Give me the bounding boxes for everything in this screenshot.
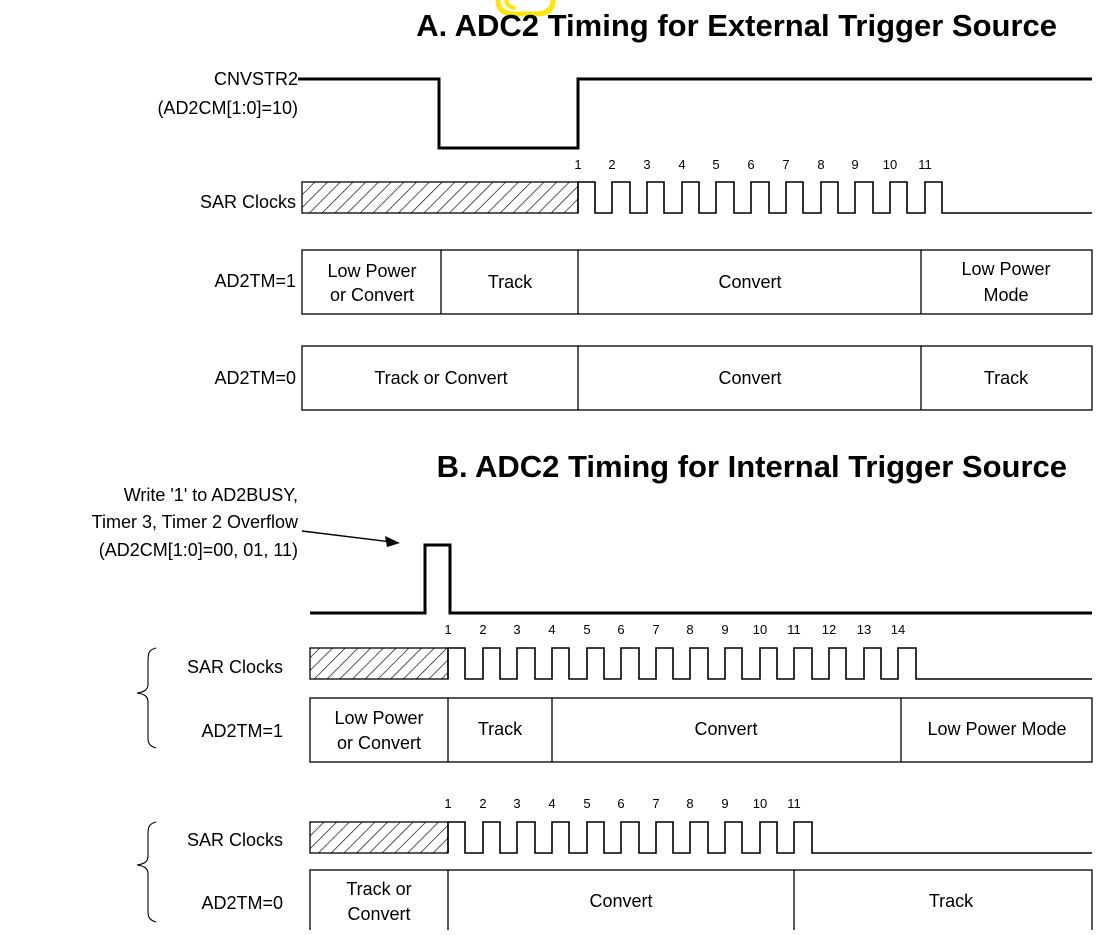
segment-convert: Convert	[589, 891, 652, 911]
clock-number: 5	[583, 796, 590, 811]
clock-number: 8	[686, 796, 693, 811]
section-b-group2-ad2tm0-label: AD2TM=0	[201, 893, 283, 913]
segment-low-power-or-convert: Low Power	[327, 261, 416, 281]
clock-number: 12	[822, 622, 836, 637]
clock-number: 1	[444, 622, 451, 637]
clock-number: 4	[548, 622, 555, 637]
clock-number: 7	[782, 157, 789, 172]
cnvstr2-mode-label: (AD2CM[1:0]=10)	[157, 98, 298, 118]
clock-number: 7	[652, 796, 659, 811]
clock-number: 8	[686, 622, 693, 637]
section-b-group1-sar-clocks-label: SAR Clocks	[187, 657, 283, 677]
clock-number: 8	[817, 157, 824, 172]
clock-number: 3	[643, 157, 650, 172]
segment-low-power-or-convert: Low Power	[334, 708, 423, 728]
clock-number: 11	[787, 622, 801, 637]
section-b-group1-sar-clock-waveform	[447, 647, 1092, 680]
cnvstr2-waveform	[298, 77, 1092, 150]
cropped-logo	[495, 0, 556, 17]
clock-number: 13	[857, 622, 871, 637]
clock-number: 1	[574, 157, 581, 172]
section-b-group2-sar-hatch	[309, 821, 449, 854]
clock-number: 9	[721, 796, 728, 811]
section-b-group2-ad2tm0-bar	[309, 869, 1093, 935]
section-b-group1-ad2tm1-label: AD2TM=1	[201, 721, 283, 741]
segment-convert: Convert	[694, 719, 757, 739]
section-b-group2-clock-numbers: 1 2 3 4 5 6 7 8 9 10 11	[444, 796, 800, 811]
clock-number: 6	[617, 622, 624, 637]
section-b-group1-clock-numbers: 1 2 3 4 5 6 7 8 9 10 11 12 13 14	[444, 622, 905, 637]
clock-number: 9	[721, 622, 728, 637]
clock-number: 2	[608, 157, 615, 172]
clock-number: 14	[891, 622, 905, 637]
segment-track: Track	[488, 272, 533, 292]
trigger-annotation-line1: Write '1' to AD2BUSY,	[124, 485, 298, 505]
segment-track-or-convert: Track or Convert	[374, 368, 507, 388]
section-a-sar-hatch	[301, 181, 579, 214]
segment-low-power-mode: Mode	[983, 285, 1028, 305]
segment-track: Track	[929, 891, 974, 911]
section-a-sar-clocks-label: SAR Clocks	[200, 192, 296, 212]
clock-number: 7	[652, 622, 659, 637]
segment-track-or-convert: Convert	[347, 904, 410, 924]
clock-number: 11	[787, 796, 801, 811]
trigger-annotation-line2: Timer 3, Timer 2 Overflow	[92, 512, 299, 532]
segment-low-power-mode: Low Power Mode	[927, 719, 1066, 739]
section-b-group1-brace	[136, 647, 157, 749]
clock-number: 5	[583, 622, 590, 637]
section-b-group2-sar-clocks-label: SAR Clocks	[187, 830, 283, 850]
clock-number: 11	[918, 157, 932, 172]
segment-low-power-or-convert: or Convert	[337, 733, 421, 753]
clock-number: 6	[617, 796, 624, 811]
section-b-group1-ad2tm1-bar	[309, 697, 1093, 763]
segment-convert: Convert	[718, 272, 781, 292]
trigger-arrow	[301, 530, 400, 547]
clock-number: 10	[883, 157, 897, 172]
trigger-pulse-waveform	[310, 543, 1092, 615]
clock-number: 3	[513, 622, 520, 637]
clock-number: 2	[479, 622, 486, 637]
clock-number: 3	[513, 796, 520, 811]
section-a-ad2tm1-bar	[301, 249, 1093, 315]
trigger-annotation-line3: (AD2CM[1:0]=00, 01, 11)	[99, 540, 298, 560]
cnvstr2-label: CNVSTR2	[214, 69, 298, 89]
clock-number: 9	[851, 157, 858, 172]
clock-number: 4	[678, 157, 685, 172]
clock-number: 10	[753, 622, 767, 637]
segment-track-or-convert: Track or	[346, 879, 411, 899]
clock-number: 6	[747, 157, 754, 172]
section-a-ad2tm0-bar	[301, 345, 1093, 411]
clock-number: 2	[479, 796, 486, 811]
section-a-title: A. ADC2 Timing for External Trigger Sour…	[416, 8, 1057, 43]
section-a-sar-clock-waveform	[577, 181, 1092, 214]
section-b-title: B. ADC2 Timing for Internal Trigger Sour…	[437, 449, 1067, 484]
segment-low-power-or-convert: or Convert	[330, 285, 414, 305]
clock-number: 4	[548, 796, 555, 811]
section-b-group2-sar-clock-waveform	[447, 821, 1092, 854]
clock-number: 1	[444, 796, 451, 811]
segment-low-power-mode: Low Power	[961, 259, 1050, 279]
section-b-group1-sar-hatch	[309, 647, 449, 680]
section-a-ad2tm0-label: AD2TM=0	[214, 368, 296, 388]
segment-track: Track	[478, 719, 523, 739]
clock-number: 10	[753, 796, 767, 811]
section-a-ad2tm1-label: AD2TM=1	[214, 271, 296, 291]
section-b-group2-brace	[136, 821, 157, 923]
clock-number: 5	[712, 157, 719, 172]
section-a-clock-numbers: 1 2 3 4 5 6 7 8 9 10 11	[574, 157, 931, 172]
segment-track: Track	[984, 368, 1029, 388]
segment-convert: Convert	[718, 368, 781, 388]
